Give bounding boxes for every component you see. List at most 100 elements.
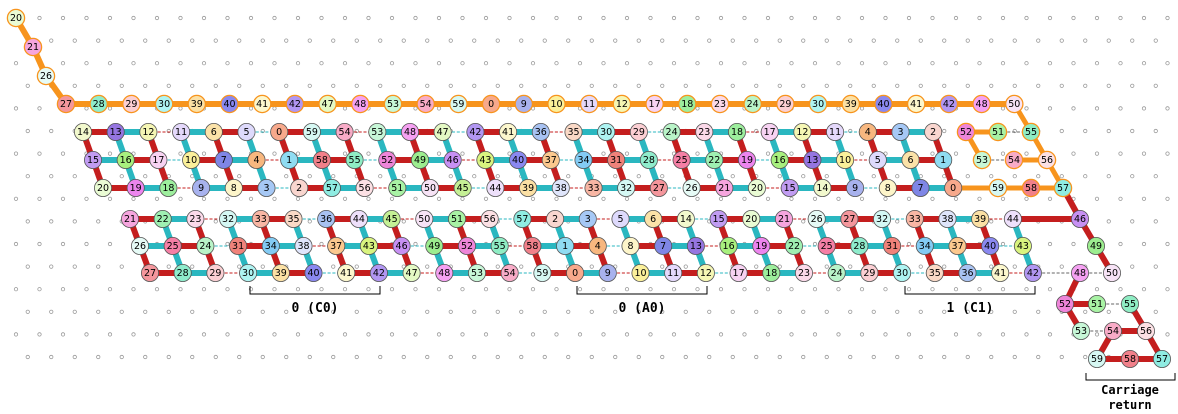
lower-stitch: 31: [883, 236, 902, 255]
grid-dot: [812, 15, 818, 21]
svg-text:57: 57: [1057, 183, 1069, 194]
svg-text:23: 23: [189, 214, 201, 225]
svg-text:0: 0: [488, 99, 494, 110]
lower-stitch: 32: [219, 209, 238, 228]
svg-text:36: 36: [961, 268, 973, 279]
grid-dot: [1083, 354, 1088, 360]
svg-text:19: 19: [130, 183, 142, 194]
svg-text:57: 57: [326, 183, 338, 194]
grid-dot: [895, 174, 900, 179]
svg-text:46: 46: [396, 241, 408, 252]
svg-text:21: 21: [778, 214, 790, 225]
grid-dot: [930, 61, 935, 66]
grid-dot: [178, 106, 183, 111]
grid-dot: [1141, 61, 1147, 66]
carriage-stitch: 52: [1056, 294, 1075, 313]
grid-dot: [131, 196, 136, 201]
upper-stitch: 56: [355, 178, 374, 197]
svg-text:11: 11: [829, 127, 841, 138]
grid-dot: [930, 287, 935, 292]
svg-text:12: 12: [700, 268, 712, 279]
grid-dot: [554, 15, 559, 21]
svg-text:35: 35: [929, 268, 941, 279]
grid-dot: [319, 241, 324, 247]
grid-dot: [119, 38, 124, 43]
svg-text:39: 39: [845, 99, 857, 110]
grid-dot: [84, 15, 89, 21]
svg-text:39: 39: [191, 99, 203, 110]
grid-dot: [190, 38, 195, 43]
upper-stitch: 5: [237, 123, 256, 142]
grid-dot: [695, 196, 700, 201]
lower-stitch: 51: [447, 209, 466, 228]
grid-dot: [272, 287, 277, 292]
svg-text:20: 20: [745, 214, 757, 225]
grid-dot: [1094, 332, 1100, 337]
grid-dot: [37, 151, 42, 156]
grid-dot: [60, 15, 66, 21]
grid-dot: [836, 196, 841, 201]
lower-stitch: 57: [513, 209, 532, 228]
lower-stitch: 29: [206, 263, 225, 282]
grid-dot: [883, 15, 888, 21]
grid-dot: [777, 354, 782, 360]
grid-dot: [848, 83, 853, 88]
lower-stitch: 12: [696, 263, 715, 282]
grid-dot: [107, 106, 113, 111]
svg-text:43: 43: [479, 155, 491, 166]
lower-stitch: 0: [566, 263, 585, 282]
lower-stitch: 1: [556, 236, 575, 255]
grid-dot: [671, 287, 677, 292]
grid-dot: [448, 354, 453, 360]
lower-stitch: 24: [196, 236, 215, 255]
grid-dot: [13, 241, 19, 247]
grid-dot: [930, 15, 935, 21]
lower-stitch: 45: [382, 209, 401, 228]
upper-stitch: 22: [705, 150, 724, 169]
svg-text:54: 54: [1008, 155, 1020, 166]
grid-dot: [848, 354, 853, 360]
grid-dot: [401, 38, 406, 43]
grid-dot: [695, 15, 700, 21]
grid-dot: [72, 354, 77, 360]
lower-stitch: 14: [676, 209, 695, 228]
grid-dot: [178, 15, 183, 21]
svg-text:17: 17: [649, 99, 661, 110]
orange-stitch: 29: [122, 94, 141, 114]
orange-stitch: 17: [645, 94, 664, 114]
grid-dot: [119, 264, 124, 269]
grid-dot: [707, 309, 712, 314]
grid-dot: [754, 83, 759, 88]
grid-dot: [319, 61, 324, 66]
lower-stitch: 25: [163, 236, 182, 255]
grid-dot: [648, 15, 653, 21]
grid-dot: [1024, 151, 1029, 156]
grid-dot: [178, 287, 183, 292]
lower-stitch: 44: [349, 209, 368, 228]
svg-text:43: 43: [363, 241, 375, 252]
lower-stitch: 15: [709, 209, 728, 228]
lower-stitch: 53: [467, 263, 486, 282]
svg-text:19: 19: [741, 155, 753, 166]
grid-dot: [307, 83, 312, 88]
grid-dot: [742, 332, 747, 337]
grid-dot: [201, 196, 207, 201]
grid-dot: [1094, 61, 1100, 66]
grid-dot: [131, 61, 136, 66]
svg-text:17: 17: [152, 155, 164, 166]
grid-dot: [636, 354, 641, 360]
upper-stitch: 4: [247, 150, 266, 169]
grid-dot: [1153, 309, 1158, 314]
grid-dot: [378, 354, 383, 360]
orange-stitch: 48: [351, 94, 370, 114]
lower-stitch: 26: [130, 236, 149, 255]
grid-dot: [248, 287, 254, 292]
svg-text:42: 42: [943, 99, 955, 110]
svg-text:24: 24: [831, 268, 843, 279]
lower-stitch: 36: [317, 209, 336, 228]
svg-text:42: 42: [289, 99, 301, 110]
grid-dot: [366, 151, 371, 156]
grid-dot: [1012, 128, 1017, 134]
grid-dot: [754, 128, 759, 134]
svg-text:53: 53: [1075, 326, 1087, 337]
